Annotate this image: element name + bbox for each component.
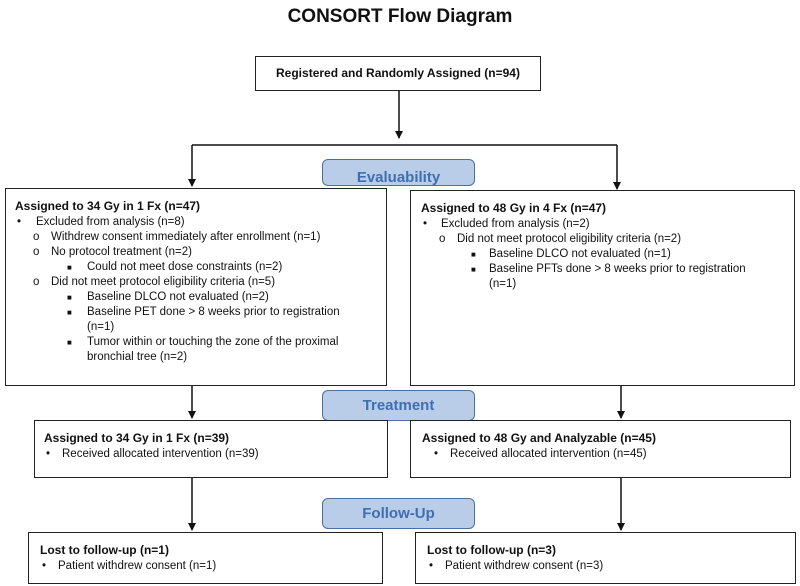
list-item: ■Baseline PET done > 8 weeks prior to re… [67,306,340,318]
stage-treatment: Treatment [322,390,475,421]
right-eval-header: Assigned to 48 Gy in 4 Fx (n=47) [421,201,607,215]
list-item: •Patient withdrew consent (n=3) [429,560,604,572]
registered-box: Registered and Randomly Assigned (n=94) [255,56,541,91]
right-evaluability-box: Assigned to 48 Gy in 4 Fx (n=47) •Exclud… [410,190,795,386]
stage-evaluability: Evaluability [322,159,475,186]
left-follow-header: Lost to follow-up (n=1) [40,543,169,557]
left-eval-header: Assigned to 34 Gy in 1 Fx (n=47) [15,199,201,213]
list-item-continued: bronchial tree (n=2) [87,351,188,363]
left-treatment-box: Assigned to 34 Gy in 1 Fx (n=39) •Receiv… [34,420,388,478]
list-item-continued: (n=1) [87,321,115,333]
right-treatment-box: Assigned to 48 Gy and Analyzable (n=45) … [410,420,791,478]
list-item: ■Tumor within or touching the zone of th… [67,336,339,348]
list-item: •Excluded from analysis (n=2) [423,218,590,230]
left-evaluability-box: Assigned to 34 Gy in 1 Fx (n=47) •Exclud… [5,188,387,386]
right-followup-box: Lost to follow-up (n=3) •Patient withdre… [415,532,796,584]
list-item: ■Could not meet dose constraints (n=2) [67,261,283,273]
list-item: ■Baseline DLCO not evaluated (n=2) [67,291,269,303]
right-treat-header: Assigned to 48 Gy and Analyzable (n=45) [422,431,656,445]
left-treat-header: Assigned to 34 Gy in 1 Fx (n=39) [44,431,230,445]
list-item: •Received allocated intervention (n=45) [434,448,647,460]
list-item: •Excluded from analysis (n=8) [17,216,185,228]
right-follow-header: Lost to follow-up (n=3) [427,543,556,557]
list-item: ■Baseline DLCO not evaluated (n=1) [471,248,671,260]
list-item: ■Baseline PFTs done > 8 weeks prior to r… [471,263,746,275]
left-followup-box: Lost to follow-up (n=1) •Patient withdre… [28,532,383,584]
stage-followup: Follow-Up [322,498,475,529]
diagram-title: CONSORT Flow Diagram [287,6,513,27]
list-item: •Patient withdrew consent (n=1) [42,560,217,572]
list-item-continued: (n=1) [489,278,517,290]
list-item: •Received allocated intervention (n=39) [46,448,259,460]
registered-label: Registered and Randomly Assigned (n=94) [276,66,520,80]
